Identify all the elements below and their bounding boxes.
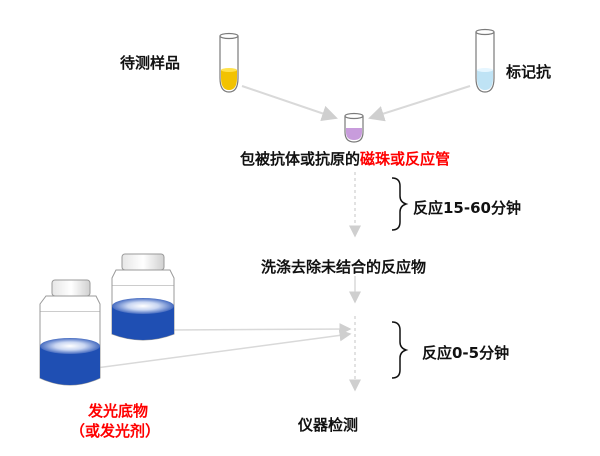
detect-label: 仪器检测 bbox=[298, 416, 359, 434]
arrow-bottle1 bbox=[95, 329, 352, 369]
arrow-bottle2 bbox=[169, 323, 352, 336]
substrate-label-line1: 发光底物 bbox=[88, 402, 149, 420]
substrate-label-line2: （或发光剂） bbox=[70, 422, 161, 440]
reaction-tube-icon bbox=[344, 112, 364, 143]
sample-tube-icon bbox=[219, 32, 239, 93]
reaction-time-1: 反应15-60分钟 bbox=[413, 199, 521, 217]
reaction-time-2: 反应0-5分钟 bbox=[422, 344, 510, 362]
arrow-label-to-tube bbox=[368, 85, 471, 122]
label-antibody-tube-icon bbox=[475, 28, 495, 93]
brace-reaction1 bbox=[391, 177, 409, 231]
label-antibody-label: 标记抗 bbox=[506, 63, 552, 81]
substrate-bottle-back-icon bbox=[111, 253, 175, 341]
arrow-sample-to-tube bbox=[241, 85, 338, 122]
coated-label-prefix: 包被抗体或抗原的 bbox=[240, 150, 361, 168]
sample-label: 待测样品 bbox=[120, 54, 181, 72]
brace-reaction2 bbox=[391, 321, 409, 379]
coated-label-highlight: 磁珠或反应管 bbox=[360, 150, 451, 168]
coated-label: 包被抗体或抗原的磁珠或反应管 bbox=[240, 148, 450, 169]
substrate-bottle-front-icon bbox=[39, 279, 101, 386]
wash-label: 洗涤去除未结合的反应物 bbox=[261, 258, 427, 276]
